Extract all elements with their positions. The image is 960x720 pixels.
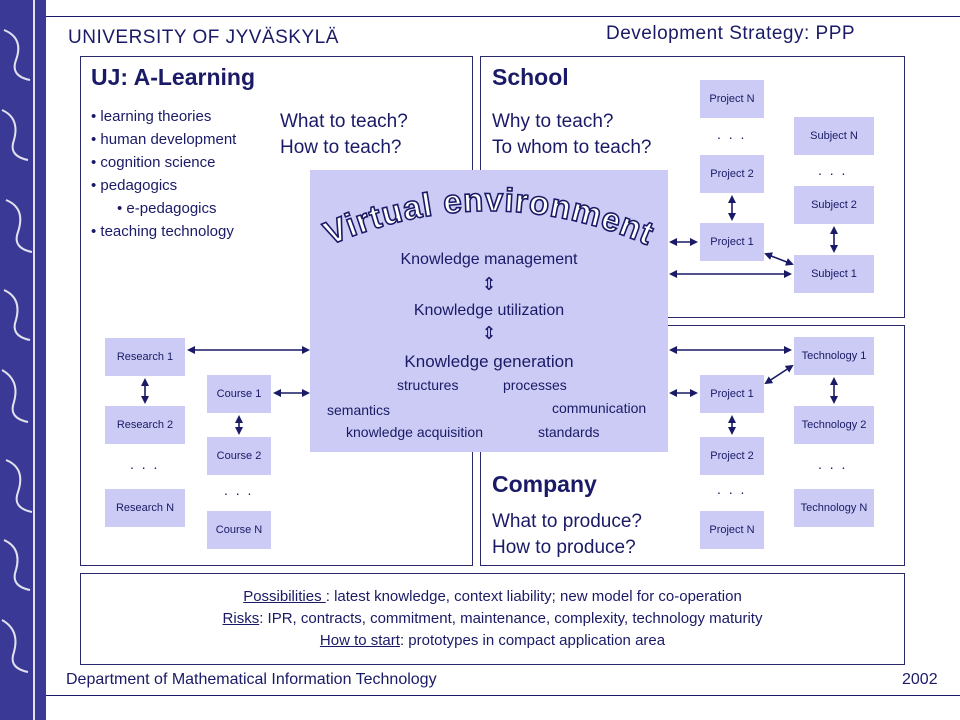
bullet-item: • human development [91,131,237,148]
uj-bullet-list: • learning theories • human development … [91,105,236,243]
question: What to teach? [280,111,408,132]
company-project-1-box: Project 1 [700,375,764,413]
updown-arrow-icon: ⇕ [481,323,497,343]
bullet-item: • pedagogics [91,177,178,194]
summary-panel [80,573,905,665]
school-project-n-box: Project N [700,80,764,118]
subject-n-box: Subject N [794,117,874,155]
summary-text: Possibilities : latest knowledge, contex… [80,586,905,652]
keyword-standards: standards [538,424,600,440]
decorative-sidebar [0,0,46,720]
question: Why to teach? [492,111,614,132]
updown-arrow-icon: ⇕ [481,274,497,294]
company-questions: What to produce? How to produce? [492,509,642,561]
course-2-box: Course 2 [207,437,271,475]
ellipsis: . . . [224,482,254,498]
technology-n-box: Technology N [794,489,874,527]
virtual-environment-box: Virtual environment Knowledge management… [310,170,668,452]
possibilities-line: Possibilities : latest knowledge, contex… [80,586,905,608]
bullet-item: • cognition science [91,154,216,171]
subject-2-box: Subject 2 [794,186,874,224]
keyword-structures: structures [397,377,459,393]
bullet-text: pedagogics [100,177,178,194]
school-questions: Why to teach? To whom to teach? [492,109,651,161]
risks-label: Risks [222,610,260,627]
start-label: How to start [319,632,400,649]
strategy-title: Development Strategy: PPP [606,23,856,44]
question: To whom to teach? [492,137,652,158]
keyword-communication: communication [552,400,647,416]
research-2-box: Research 2 [105,406,185,444]
sub-bullet-item: • e-pedagogics [117,200,217,217]
bullet-item: • learning theories [91,108,212,125]
year: 2002 [902,671,938,688]
possibilities-label: Possibilities [243,588,326,605]
svg-text:Virtual environment: Virtual environment [318,181,660,252]
school-project-1-box: Project 1 [700,223,764,261]
school-project-2-box: Project 2 [700,155,764,193]
knowledge-utilization: Knowledge utilization [413,302,565,319]
subject-1-box: Subject 1 [794,255,874,293]
ellipsis: . . . [717,126,747,142]
course-n-box: Course N [207,511,271,549]
footer-rule [46,695,960,696]
uj-panel-title: UJ: A-Learning [91,64,255,90]
technology-1-box: Technology 1 [794,337,874,375]
bullet-item: • teaching technology [91,223,234,240]
school-panel-title: School [492,64,569,90]
bullet-text: learning theories [100,108,212,125]
start-text: : prototypes in compact application area [399,632,666,649]
possibilities-text: : latest knowledge, context liability; n… [325,588,742,605]
risks-text: : IPR, contracts, commitment, maintenanc… [259,610,763,627]
keyword-knowledge-acquisition: knowledge acquisition [346,424,483,440]
torch-logo-icon [1,0,35,720]
keyword-semantics: semantics [327,402,391,418]
ellipsis: . . . [717,481,747,497]
technology-2-box: Technology 2 [794,406,874,444]
start-line: How to start: prototypes in compact appl… [80,630,905,652]
uj-questions: What to teach? How to teach? [280,109,408,161]
question: How to teach? [280,137,402,158]
course-1-box: Course 1 [207,375,271,413]
company-project-n-box: Project N [700,511,764,549]
question: What to produce? [492,511,642,532]
virtual-environment-title: Virtual environment [318,180,660,253]
risks-line: Risks: IPR, contracts, commitment, maint… [80,608,905,630]
knowledge-generation: Knowledge generation [404,352,574,371]
ellipsis: . . . [130,456,160,472]
virtual-title-text: Virtual environment [318,180,660,253]
company-project-2-box: Project 2 [700,437,764,475]
ellipsis: . . . [818,162,848,178]
bullet-text: e-pedagogics [126,200,217,217]
bullet-text: teaching technology [100,223,234,240]
question: How to produce? [492,537,636,558]
research-n-box: Research N [105,489,185,527]
bullet-text: human development [100,131,237,148]
knowledge-management: Knowledge management [400,251,578,268]
ellipsis: . . . [818,456,848,472]
company-panel-title: Company [492,471,597,497]
department-name: Department of Mathematical Information T… [66,671,437,688]
research-1-box: Research 1 [105,338,185,376]
bullet-text: cognition science [100,154,216,171]
university-name: UNIVERSITY OF JYVÄSKYLÄ [68,27,339,48]
header-rule [46,16,960,17]
keyword-processes: processes [503,377,567,393]
